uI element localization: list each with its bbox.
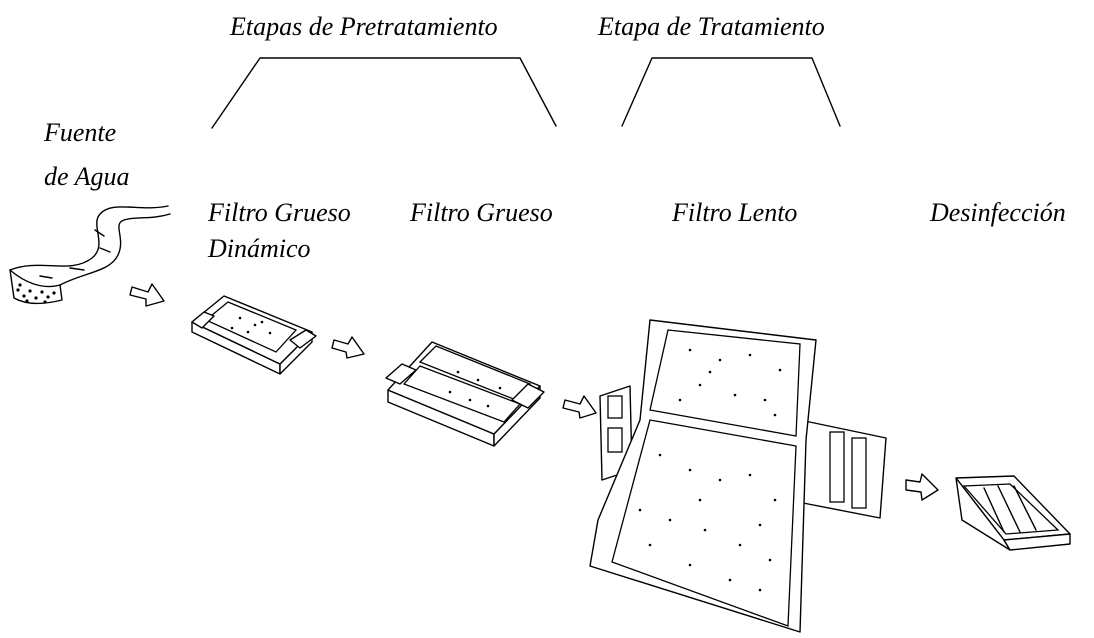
dynamic-filter-label-line1: Filtro Grueso <box>208 198 351 227</box>
flow-arrow-1 <box>129 283 165 307</box>
pretreatment-stage-label: Etapas de Pretratamiento <box>230 12 498 41</box>
water-source-label-line1: Fuente <box>44 118 117 147</box>
treatment-bracket <box>621 57 841 127</box>
pretreatment-bracket <box>211 57 557 129</box>
water-source-label-line2: de Agua <box>44 162 130 191</box>
river-sediment-dots <box>16 283 56 304</box>
coarse-filter-label: Filtro Grueso <box>410 198 553 227</box>
treatment-stage-label: Etapa de Tratamiento <box>598 12 825 41</box>
slow-filter-sand-dots <box>638 348 782 592</box>
dynamic-filter-label-line2: Dinámico <box>208 234 311 263</box>
flow-arrow-3 <box>562 395 597 419</box>
flow-arrow-4 <box>905 473 939 501</box>
coarse-filter-unit <box>385 341 545 447</box>
river-icon <box>9 205 171 305</box>
disinfection-label: Desinfección <box>930 198 1066 227</box>
slow-filter-label: Filtro Lento <box>672 198 798 227</box>
dynamic-filter-unit <box>191 295 317 375</box>
disinfection-unit <box>955 475 1071 551</box>
slow-filter-unit <box>589 319 887 633</box>
flow-arrow-2 <box>331 336 365 359</box>
